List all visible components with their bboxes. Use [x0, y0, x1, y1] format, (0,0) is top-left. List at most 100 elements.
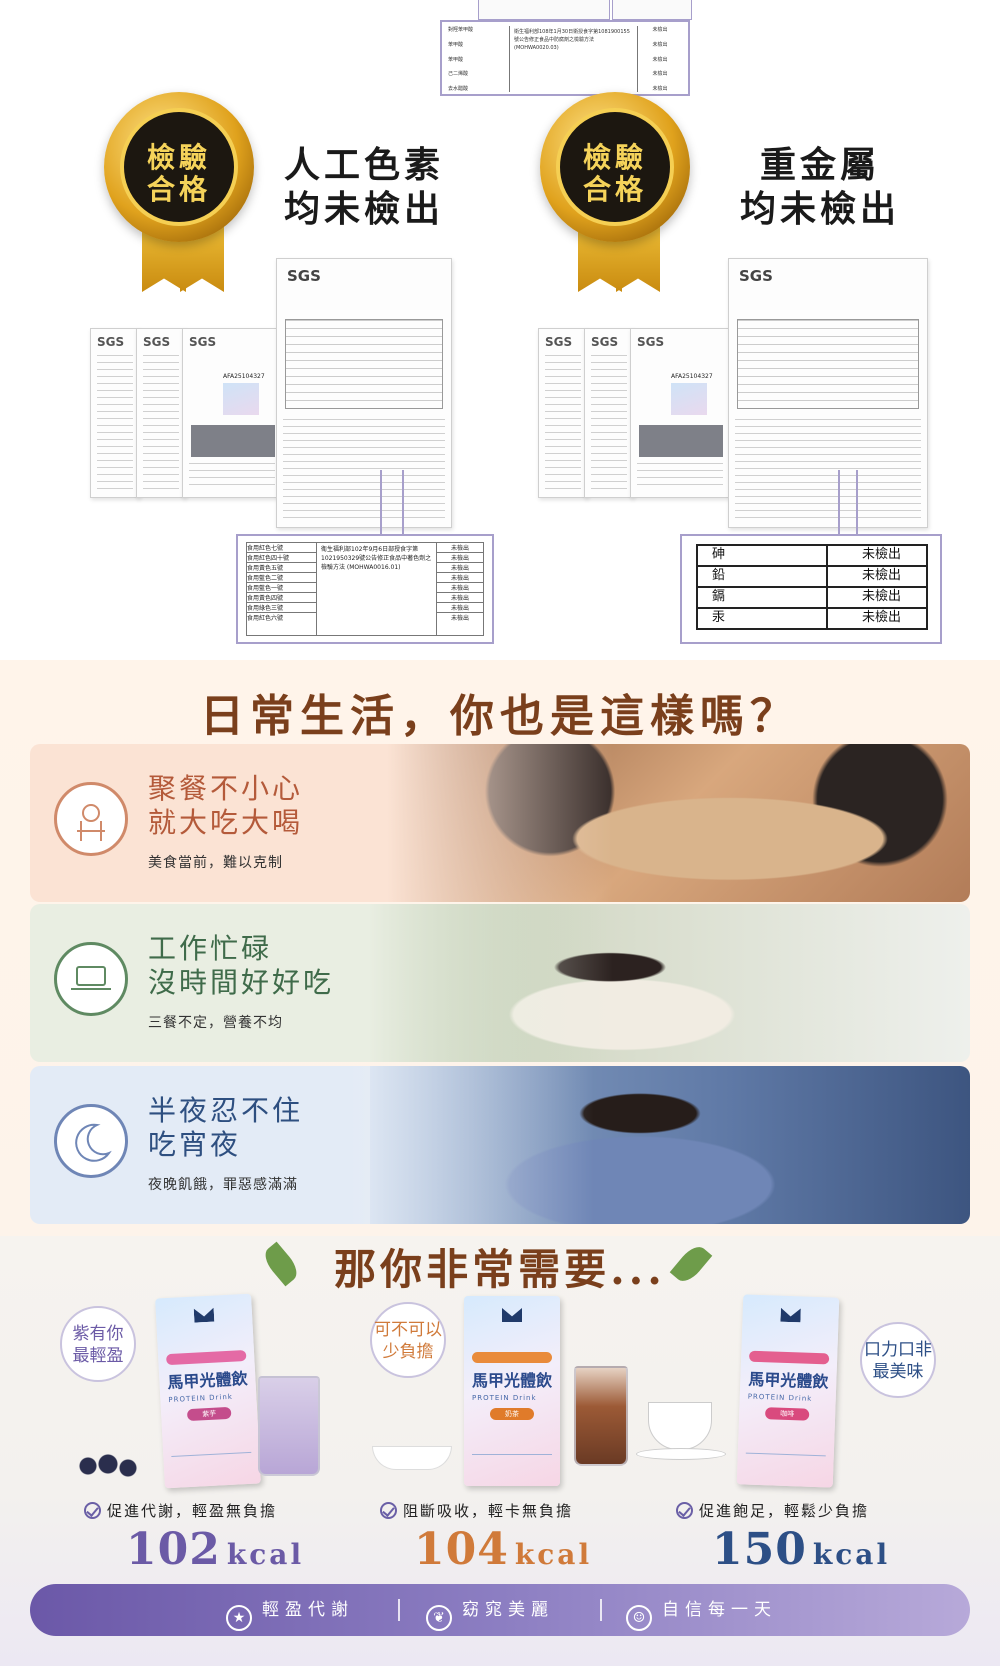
table-row: 鎘 未檢出 [696, 586, 928, 609]
table-row: 食用綠色三號 [247, 603, 316, 613]
nutrition-strip [171, 1451, 253, 1478]
need-title: 那你非常需要... [334, 1245, 666, 1294]
metal-name: 汞 [696, 607, 828, 630]
check-icon [676, 1502, 693, 1519]
kcal-value: 104 [414, 1524, 509, 1575]
pack-badge [749, 1350, 830, 1365]
result-cell: 未檢出 [652, 86, 668, 92]
report-code: AFA25104327 [223, 373, 265, 380]
kcal-unit: kcal [226, 1538, 305, 1571]
footer-item-beauty: ❦窈窕美麗 [426, 1584, 554, 1636]
star-icon: ★ [226, 1605, 252, 1631]
divider [398, 1599, 400, 1621]
product-sub: PROTEIN Drink [472, 1394, 537, 1402]
table-row: 食用紅色六號 [247, 615, 284, 622]
product-pack-taro: 馬甲光體飲 PROTEIN Drink 紫芋 [155, 1293, 261, 1489]
lifestyle-title: 日常生活，你也是這樣嗎？ [200, 691, 800, 742]
card-headline-2: 就大吃大喝 [148, 806, 304, 839]
result-cell: 未檢出 [437, 553, 483, 563]
table-row-label: 對羥苯甲酸 [448, 27, 474, 33]
laptop-icon [54, 942, 128, 1016]
leaf-icon: ❦ [426, 1605, 452, 1631]
divider [600, 1599, 602, 1621]
badge-line2: 合格 [582, 173, 647, 206]
card-headline-1: 半夜忍不住 [148, 1094, 304, 1127]
lifestyle-card-night: 半夜忍不住 吃宵夜 夜晚飢餓，罪惡感滿滿 [30, 1066, 970, 1224]
product-photo-2 [191, 425, 275, 457]
metal-result: 未檢出 [826, 565, 928, 588]
moon-icon [54, 1104, 128, 1178]
sgs-report-page: SGS [136, 328, 186, 498]
lifestyle-card-dining: 聚餐不小心 就大吃大喝 美食當前，難以克制 [30, 744, 970, 902]
sgs-report-main: SGS [728, 258, 928, 528]
pass-badge-left: 檢驗 合格 [104, 92, 254, 292]
metal-result: 未檢出 [826, 586, 928, 609]
flavor-tag: 奶茶 [490, 1408, 534, 1420]
top-report-edge-2 [612, 0, 692, 20]
smile-icon: ☺ [626, 1605, 652, 1631]
left-headline: 人工色素 均未檢出 [284, 144, 444, 232]
callout-line [380, 470, 382, 536]
product-photo [671, 383, 707, 415]
footer-item-metabolism: ★輕盈代謝 [226, 1584, 354, 1636]
result-cell: 未檢出 [652, 41, 668, 48]
benefit-footer-bar: ★輕盈代謝 ❦窈窕美麗 ☺自信每一天 [30, 1584, 970, 1636]
table-row-label: 苯甲酸 [448, 41, 464, 48]
sgs-report-main: SGS [276, 258, 452, 528]
table-row-label: 去水醋酸 [448, 86, 469, 92]
badge-line1: 檢驗 [146, 141, 211, 174]
dining-icon [54, 782, 128, 856]
medal-center: 檢驗 合格 [120, 108, 238, 226]
right-headline: 重金屬 均未檢出 [740, 144, 900, 232]
product-pack-milktea: 馬甲光體飲 PROTEIN Drink 奶茶 [464, 1296, 560, 1486]
result-cell: 未檢出 [437, 583, 483, 593]
metal-result: 未檢出 [826, 544, 928, 567]
product-photo [223, 383, 259, 415]
lifestyle-card-busy: 工作忙碌 沒時間好好吃 三餐不定，營養不均 [30, 904, 970, 1062]
bubble-label: 紫有你 最輕盈 [60, 1306, 136, 1382]
table-row: 食用藍色一號 [247, 583, 316, 593]
result-cell: 未檢出 [450, 615, 469, 622]
table-row: 食用紅色七號 [247, 543, 316, 553]
table-row: 砷 未檢出 [696, 544, 928, 567]
badge-line1: 檢驗 [582, 141, 647, 174]
callout-line [402, 470, 404, 536]
result-cell: 未檢出 [437, 563, 483, 573]
preservative-result-table: 對羥苯甲酸 苯甲酸 苯甲酸 己二烯酸 去水醋酸 衛生福利部108年1月30日衛授… [440, 20, 690, 96]
table-row: 食用黃色五號 [247, 563, 316, 573]
card-headline-2: 沒時間好好吃 [148, 966, 335, 999]
flavor-tag: 咖啡 [765, 1407, 810, 1421]
colorant-result-table: 食用紅色七號 食用紅色四十號 食用黃色五號 食用藍色二號 食用藍色一號 食用黃色… [236, 534, 494, 644]
result-cell: 未檢出 [652, 27, 668, 33]
card-subtext: 夜晚飢餓，罪惡感滿滿 [148, 1177, 298, 1193]
metal-result: 未檢出 [826, 607, 928, 630]
nutrition-strip [745, 1452, 826, 1478]
report-grid [737, 319, 919, 409]
table-row: 食用紅色四十號 [247, 553, 316, 563]
result-cell: 未檢出 [652, 56, 668, 63]
sgs-report-page: SGS [584, 328, 634, 498]
result-cell: 未檢出 [437, 603, 483, 613]
left-headline-line2: 均未檢出 [284, 189, 445, 230]
right-headline-line1: 重金屬 [760, 145, 881, 186]
test-method: 衛生福利部102年9月6日部授食字第1021950329號公告修正食品中著色劑之… [317, 543, 437, 635]
product-photo-2 [639, 425, 723, 457]
card-headline-1: 聚餐不小心 [148, 772, 304, 805]
milktea-drink-glass [574, 1366, 628, 1466]
benefit-3: 促進飽足，輕鬆少負擔 [676, 1500, 869, 1521]
metal-name: 砷 [696, 544, 828, 567]
saucer [636, 1448, 726, 1460]
kcal-unit: kcal [812, 1538, 891, 1571]
table-row-label: 己二烯酸 [448, 71, 469, 78]
callout-line [838, 470, 840, 536]
table-row: 食用藍色二號 [247, 573, 316, 583]
report-grid [285, 319, 443, 409]
table-row: 鉛 未檢出 [696, 565, 928, 588]
sgs-report-page: SGS [90, 328, 140, 498]
check-icon [380, 1502, 397, 1519]
brand-logo-icon [780, 1308, 800, 1323]
nutrition-strip [472, 1454, 552, 1476]
metal-name: 鉛 [696, 565, 828, 588]
product-pack-coffee: 馬甲光體飲 PROTEIN Drink 咖啡 [736, 1294, 840, 1488]
